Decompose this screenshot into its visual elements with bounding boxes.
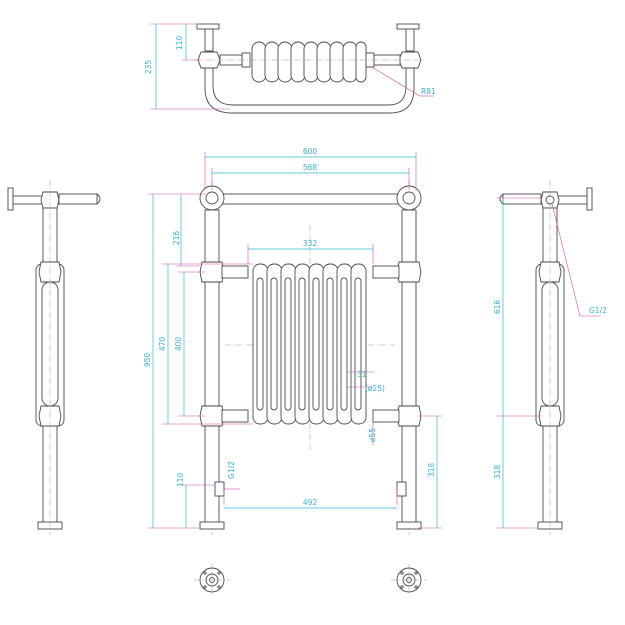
- dim-side-height-upper: 616: [493, 300, 502, 315]
- front-leg-left: [204, 209, 220, 529]
- top-view: 235 110 R81: [144, 23, 436, 114]
- dim-connection-pipe: ø55: [368, 428, 377, 442]
- right-side-view: 616 318 G1/2: [493, 180, 607, 535]
- plan-u-rail: [204, 62, 415, 114]
- dim-floor-to-rail: 318: [427, 463, 436, 478]
- dim-top-rail-gap: 216: [172, 231, 181, 246]
- dim-top-radius: R81: [421, 87, 436, 96]
- right-wall-bracket: [586, 187, 593, 211]
- dim-section-depth: (ø25): [365, 384, 385, 393]
- dim-radiator-height-outer: 470: [158, 337, 167, 352]
- dim-side-height-lower: 318: [493, 465, 502, 480]
- front-leg-right: [401, 209, 417, 529]
- dim-overall-width: 600: [303, 147, 318, 156]
- front-view: 600 568 332 950 216 470 400 110 G1/2: [143, 147, 442, 535]
- left-wall-bracket: [7, 187, 14, 211]
- dim-overall-height: 950: [143, 353, 152, 368]
- plan-wall-bracket-right: [396, 23, 420, 30]
- plan-wall-bracket-left: [196, 23, 220, 30]
- dim-radiator-height-centres: 400: [174, 337, 183, 352]
- dim-floor-connection-centres: 492: [303, 498, 318, 507]
- dim-valve-height: 110: [176, 473, 185, 488]
- front-top-rail: [213, 193, 408, 205]
- dim-rail-centres: 568: [303, 163, 318, 172]
- left-side-view: [7, 180, 101, 535]
- dim-section-pitch: 31: [357, 370, 367, 379]
- front-foot-left: [199, 521, 225, 530]
- dim-side-thread: G1/2: [589, 306, 607, 315]
- front-foot-right: [396, 521, 422, 530]
- floor-flange-left: [194, 564, 230, 596]
- dim-top-depth: 235: [144, 60, 153, 75]
- floor-flange-right: [391, 564, 427, 596]
- front-valve-left: [214, 481, 225, 497]
- front-valve-right: [396, 481, 407, 497]
- plan-radiator-sections: [251, 41, 367, 83]
- front-radiator-columns: [252, 263, 367, 425]
- dim-top-offset: 110: [175, 36, 184, 51]
- dim-radiator-width: 332: [303, 239, 318, 248]
- dim-valve-thread: G1/2: [227, 461, 236, 479]
